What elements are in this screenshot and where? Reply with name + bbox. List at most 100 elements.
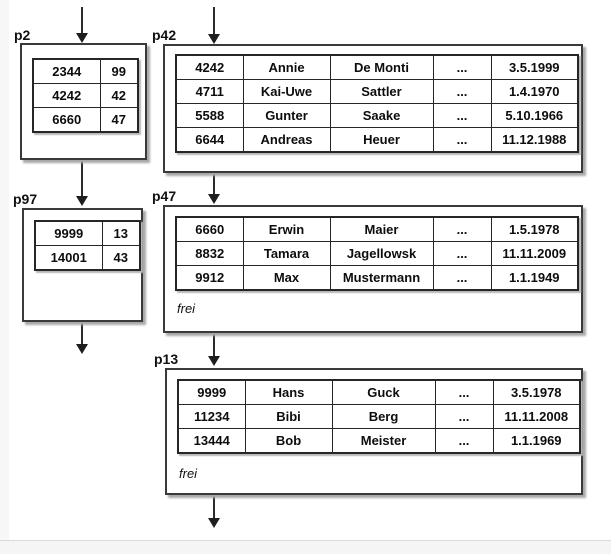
- table-cell: 4711: [175, 79, 244, 104]
- table-row: 6644 Andreas Heuer ... 11.12.1988: [175, 127, 579, 153]
- table-cell: 4242: [175, 54, 244, 80]
- table-cell: 5.10.1966: [490, 103, 579, 128]
- table-cell: Bob: [244, 428, 333, 454]
- table-cell: 3.5.1999: [490, 54, 579, 80]
- table-cell: ...: [432, 216, 492, 242]
- free-space-label: frei: [177, 301, 196, 316]
- table-cell: Jagellowsk: [329, 241, 434, 266]
- table-cell: Berg: [331, 404, 436, 429]
- table-cell: 1.4.1970: [490, 79, 579, 104]
- table-cell: De Monti: [329, 54, 434, 80]
- table-cell: Bibi: [244, 404, 333, 429]
- page-box-p97: 9999 13 14001 43: [22, 208, 143, 322]
- arrow-shaft: [81, 160, 83, 197]
- table-row: 5588 Gunter Saake ... 5.10.1966: [175, 103, 579, 128]
- table-cell: Max: [242, 265, 331, 291]
- table-cell: 9999: [177, 379, 246, 405]
- table-cell: 6644: [175, 127, 244, 153]
- arrow-shaft: [213, 333, 215, 357]
- page-box-p2: 2344 99 4242 42 6660 47: [20, 43, 147, 160]
- table-cell: 8832: [175, 241, 244, 266]
- table-cell: 13: [101, 220, 141, 246]
- table-cell: ...: [434, 428, 494, 454]
- table-cell: ...: [432, 54, 492, 80]
- table-cell: ...: [434, 404, 494, 429]
- table-cell: 14001: [34, 245, 103, 271]
- table-cell: 5588: [175, 103, 244, 128]
- table-row: 4711 Kai-Uwe Sattler ... 1.4.1970: [175, 79, 579, 104]
- table-cell: ...: [432, 79, 492, 104]
- arrow-p47-to-p13: [208, 333, 220, 366]
- table-cell: Andreas: [242, 127, 331, 153]
- table-cell: 11.11.2008: [492, 404, 581, 429]
- table-cell: 3.5.1978: [492, 379, 581, 405]
- page-table-p97: 9999 13 14001 43: [34, 220, 141, 271]
- arrow-head-icon: [76, 344, 88, 354]
- table-row: 13444 Bob Meister ... 1.1.1969: [177, 428, 581, 454]
- table-cell: 1.1.1949: [490, 265, 579, 291]
- table-cell: Gunter: [242, 103, 331, 128]
- table-cell: Tamara: [242, 241, 331, 266]
- table-row: 11234 Bibi Berg ... 11.11.2008: [177, 404, 581, 429]
- page-table-p2: 2344 99 4242 42 6660 47: [32, 58, 139, 133]
- table-row: 9999 13: [34, 220, 141, 246]
- page-label-p47: p47: [152, 188, 177, 204]
- arrow-shaft: [81, 7, 83, 34]
- table-row: 6660 Erwin Maier ... 1.5.1978: [175, 216, 579, 242]
- table-cell: 11.12.1988: [490, 127, 579, 153]
- arrow-top-to-p2: [76, 7, 88, 43]
- table-cell: Kai-Uwe: [242, 79, 331, 104]
- table-cell: Guck: [331, 379, 436, 405]
- arrow-shaft: [213, 495, 215, 519]
- page-edge-strip: [0, 0, 9, 554]
- page-label-p2: p2: [14, 27, 31, 43]
- arrow-shaft: [81, 321, 83, 345]
- table-cell: Meister: [331, 428, 436, 454]
- arrow-head-icon: [208, 518, 220, 528]
- page-label-p97: p97: [13, 191, 38, 207]
- page-table-p13: 9999 Hans Guck ... 3.5.1978 11234 Bibi B…: [177, 379, 581, 454]
- table-cell: 9912: [175, 265, 244, 291]
- free-space-label: frei: [179, 466, 198, 481]
- table-cell: ...: [432, 241, 492, 266]
- table-cell: 4242: [32, 83, 101, 108]
- table-cell: 6660: [32, 107, 101, 133]
- arrow-top-to-p42: [208, 7, 220, 44]
- table-cell: 9999: [34, 220, 103, 246]
- table-cell: 99: [99, 58, 139, 84]
- table-cell: ...: [432, 127, 492, 153]
- arrow-p13-to-next: [208, 495, 220, 528]
- table-cell: 42: [99, 83, 139, 108]
- arrow-head-icon: [208, 34, 220, 44]
- table-row: 14001 43: [34, 245, 141, 271]
- table-cell: ...: [432, 265, 492, 291]
- page-table-p42: 4242 Annie De Monti ... 3.5.1999 4711 Ka…: [175, 54, 579, 153]
- page-box-p42: 4242 Annie De Monti ... 3.5.1999 4711 Ka…: [163, 44, 583, 173]
- table-row: 8832 Tamara Jagellowsk ... 11.11.2009: [175, 241, 579, 266]
- table-row: 9999 Hans Guck ... 3.5.1978: [177, 379, 581, 405]
- table-cell: 2344: [32, 58, 101, 84]
- table-cell: ...: [434, 379, 494, 405]
- arrow-p42-to-p47: [208, 174, 220, 204]
- table-row: 6660 47: [32, 107, 139, 133]
- table-cell: 1.5.1978: [490, 216, 579, 242]
- page-label-p13: p13: [154, 351, 179, 367]
- arrow-head-icon: [208, 194, 220, 204]
- table-cell: Erwin: [242, 216, 331, 242]
- table-cell: Heuer: [329, 127, 434, 153]
- page-table-p47: 6660 Erwin Maier ... 1.5.1978 8832 Tamar…: [175, 216, 579, 291]
- arrow-shaft: [213, 174, 215, 195]
- table-cell: 43: [101, 245, 141, 271]
- table-cell: ...: [432, 103, 492, 128]
- table-cell: 13444: [177, 428, 246, 454]
- page-box-p47: 6660 Erwin Maier ... 1.5.1978 8832 Tamar…: [163, 205, 583, 333]
- table-cell: 47: [99, 107, 139, 133]
- table-cell: 6660: [175, 216, 244, 242]
- table-row: 9912 Max Mustermann ... 1.1.1949: [175, 265, 579, 291]
- table-cell: Sattler: [329, 79, 434, 104]
- table-cell: Mustermann: [329, 265, 434, 291]
- table-cell: 11.11.2009: [490, 241, 579, 266]
- page-box-p13: 9999 Hans Guck ... 3.5.1978 11234 Bibi B…: [165, 368, 583, 495]
- arrow-head-icon: [76, 196, 88, 206]
